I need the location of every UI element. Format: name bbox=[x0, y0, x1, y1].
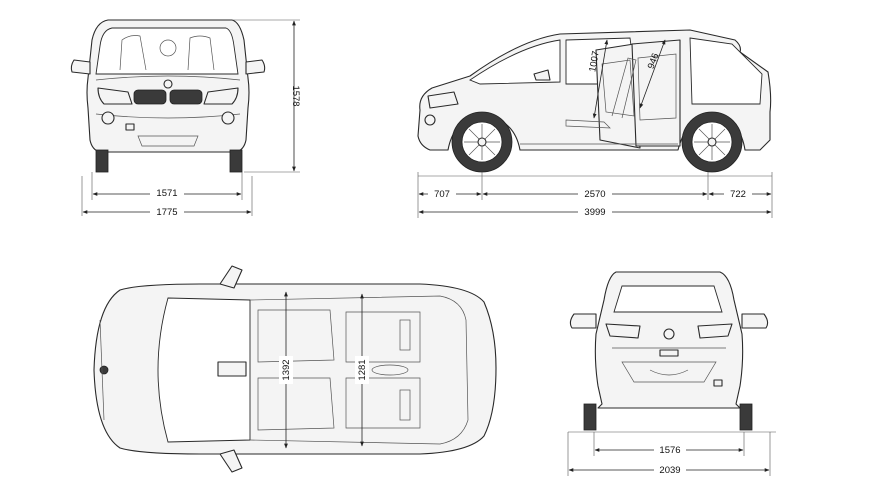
front-headroom-label: 1007 bbox=[587, 50, 602, 73]
wheelbase-label: 2570 bbox=[584, 189, 605, 200]
length-label: 3999 bbox=[584, 207, 605, 218]
rear-dimensions: 1576 2039 bbox=[567, 431, 776, 476]
rear-track-label: 1576 bbox=[659, 445, 680, 456]
top-view bbox=[93, 265, 497, 473]
top-dimensions: 1392 1281 bbox=[279, 291, 369, 449]
rear-headroom-label: 946 bbox=[646, 52, 662, 71]
height-label: 1578 bbox=[290, 85, 301, 106]
front-overhang-label: 707 bbox=[434, 189, 450, 200]
front-view bbox=[70, 19, 266, 173]
rear-shoulder-label: 1281 bbox=[357, 359, 368, 380]
front-track-label: 1571 bbox=[156, 188, 177, 199]
overall-width-label: 2039 bbox=[659, 465, 680, 476]
front-dimensions: 1571 1775 1578 bbox=[81, 19, 301, 218]
rear-view bbox=[569, 271, 769, 431]
side-dimensions: 707 2570 722 3999 1007 946 bbox=[417, 39, 773, 218]
front-width-label: 1775 bbox=[156, 207, 177, 218]
rear-overhang-label: 722 bbox=[730, 189, 746, 200]
front-shoulder-label: 1392 bbox=[281, 359, 292, 380]
